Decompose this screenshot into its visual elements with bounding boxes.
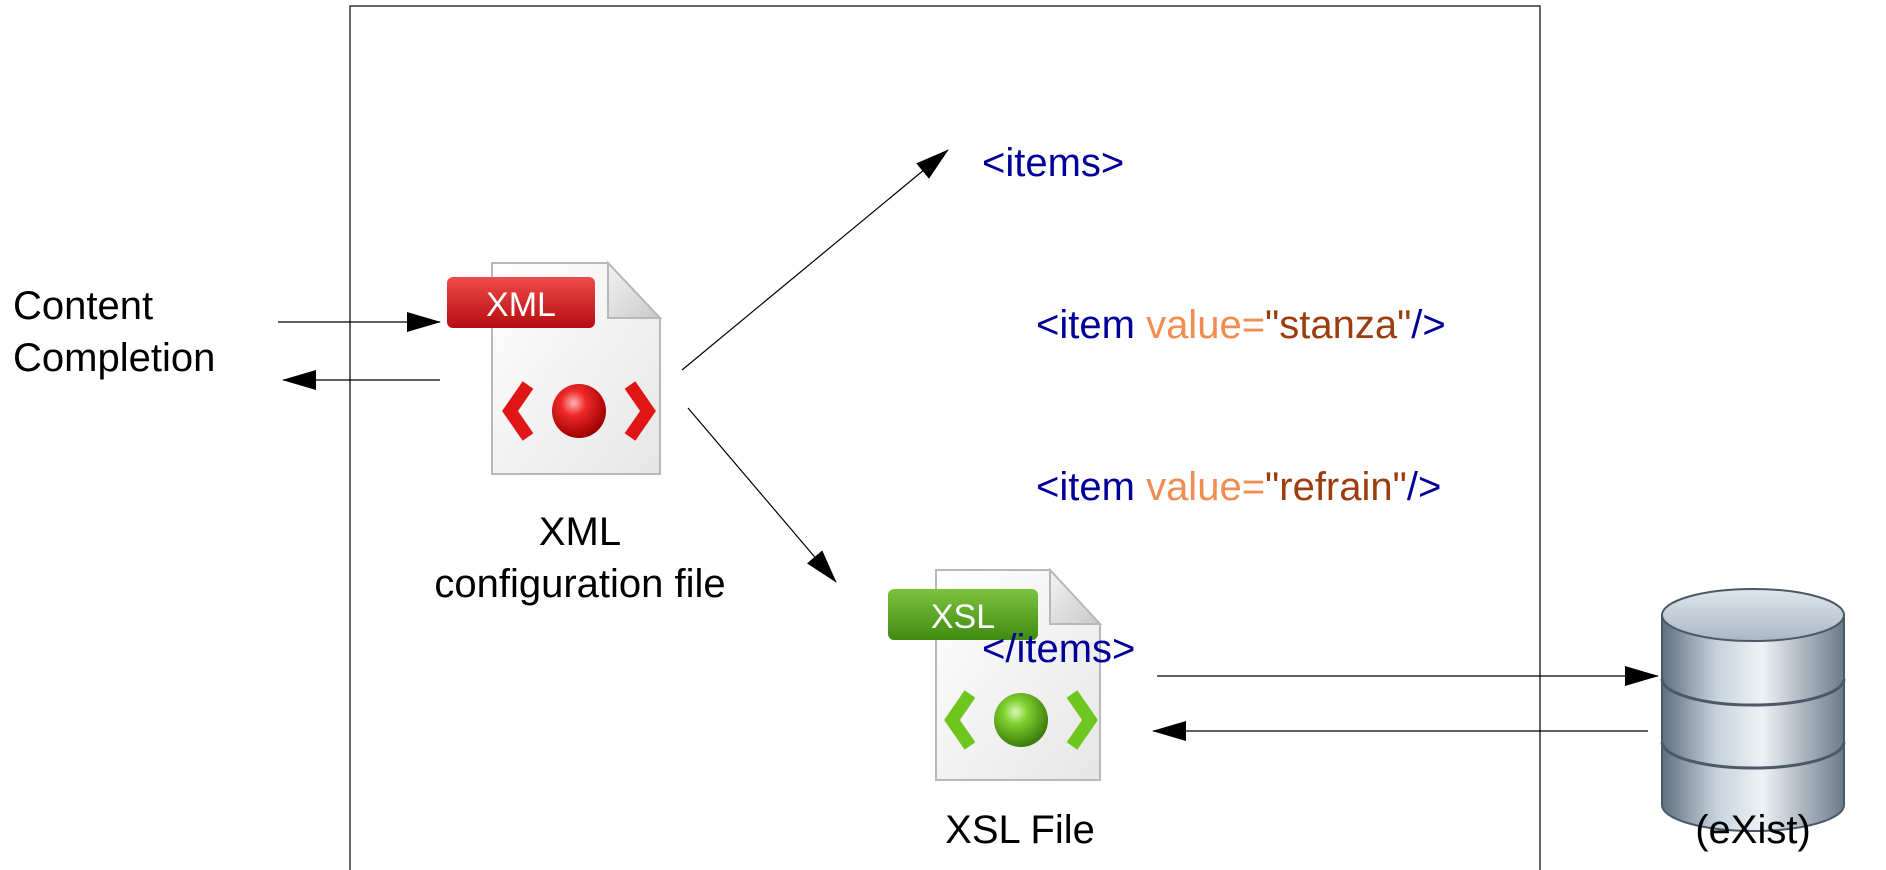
xml-file-icon: XML [447, 260, 663, 475]
code-item1-value: "stanza" [1265, 303, 1412, 347]
content-completion-label-1: Content [13, 284, 154, 328]
xsl-file-label: XSL File [945, 808, 1095, 852]
code-item2-value: "refrain" [1265, 465, 1407, 509]
xsl-badge-text: XSL [931, 598, 995, 636]
code-attr-name: value= [1146, 465, 1266, 509]
code-item-close: /> [1406, 465, 1442, 509]
xsl-file-icon: XSL [888, 567, 1103, 781]
code-line-item1: <item value="stanza"/> [982, 298, 1446, 352]
xsl-badge [888, 589, 1038, 640]
code-open-tag: <items> [982, 141, 1125, 185]
code-item-tag: <item [1036, 465, 1135, 509]
database-icon [1660, 588, 1846, 832]
code-close-tag: </items> [982, 627, 1136, 671]
code-item-close: /> [1411, 303, 1446, 347]
arrow-xml-to-code [681, 149, 949, 371]
code-attr-name: value= [1146, 303, 1266, 347]
exist-label: (eXist) [1695, 808, 1811, 852]
code-line-open: <items> [982, 136, 1446, 190]
xml-file-label-2: configuration file [434, 562, 726, 606]
xml-file-label-1: XML [538, 510, 622, 554]
xml-badge-text: XML [486, 286, 556, 324]
code-item-tag: <item [1036, 303, 1135, 347]
code-sample: <items> <item value="stanza"/> <item val… [982, 28, 1446, 784]
arrow-xml-to-xsl [687, 407, 837, 583]
code-line-close: </items> [982, 622, 1446, 676]
code-line-item2: <item value="refrain"/> [982, 460, 1446, 514]
xml-badge [447, 277, 595, 328]
main-frame [349, 5, 1541, 870]
content-completion-label-2: Completion [13, 336, 216, 380]
